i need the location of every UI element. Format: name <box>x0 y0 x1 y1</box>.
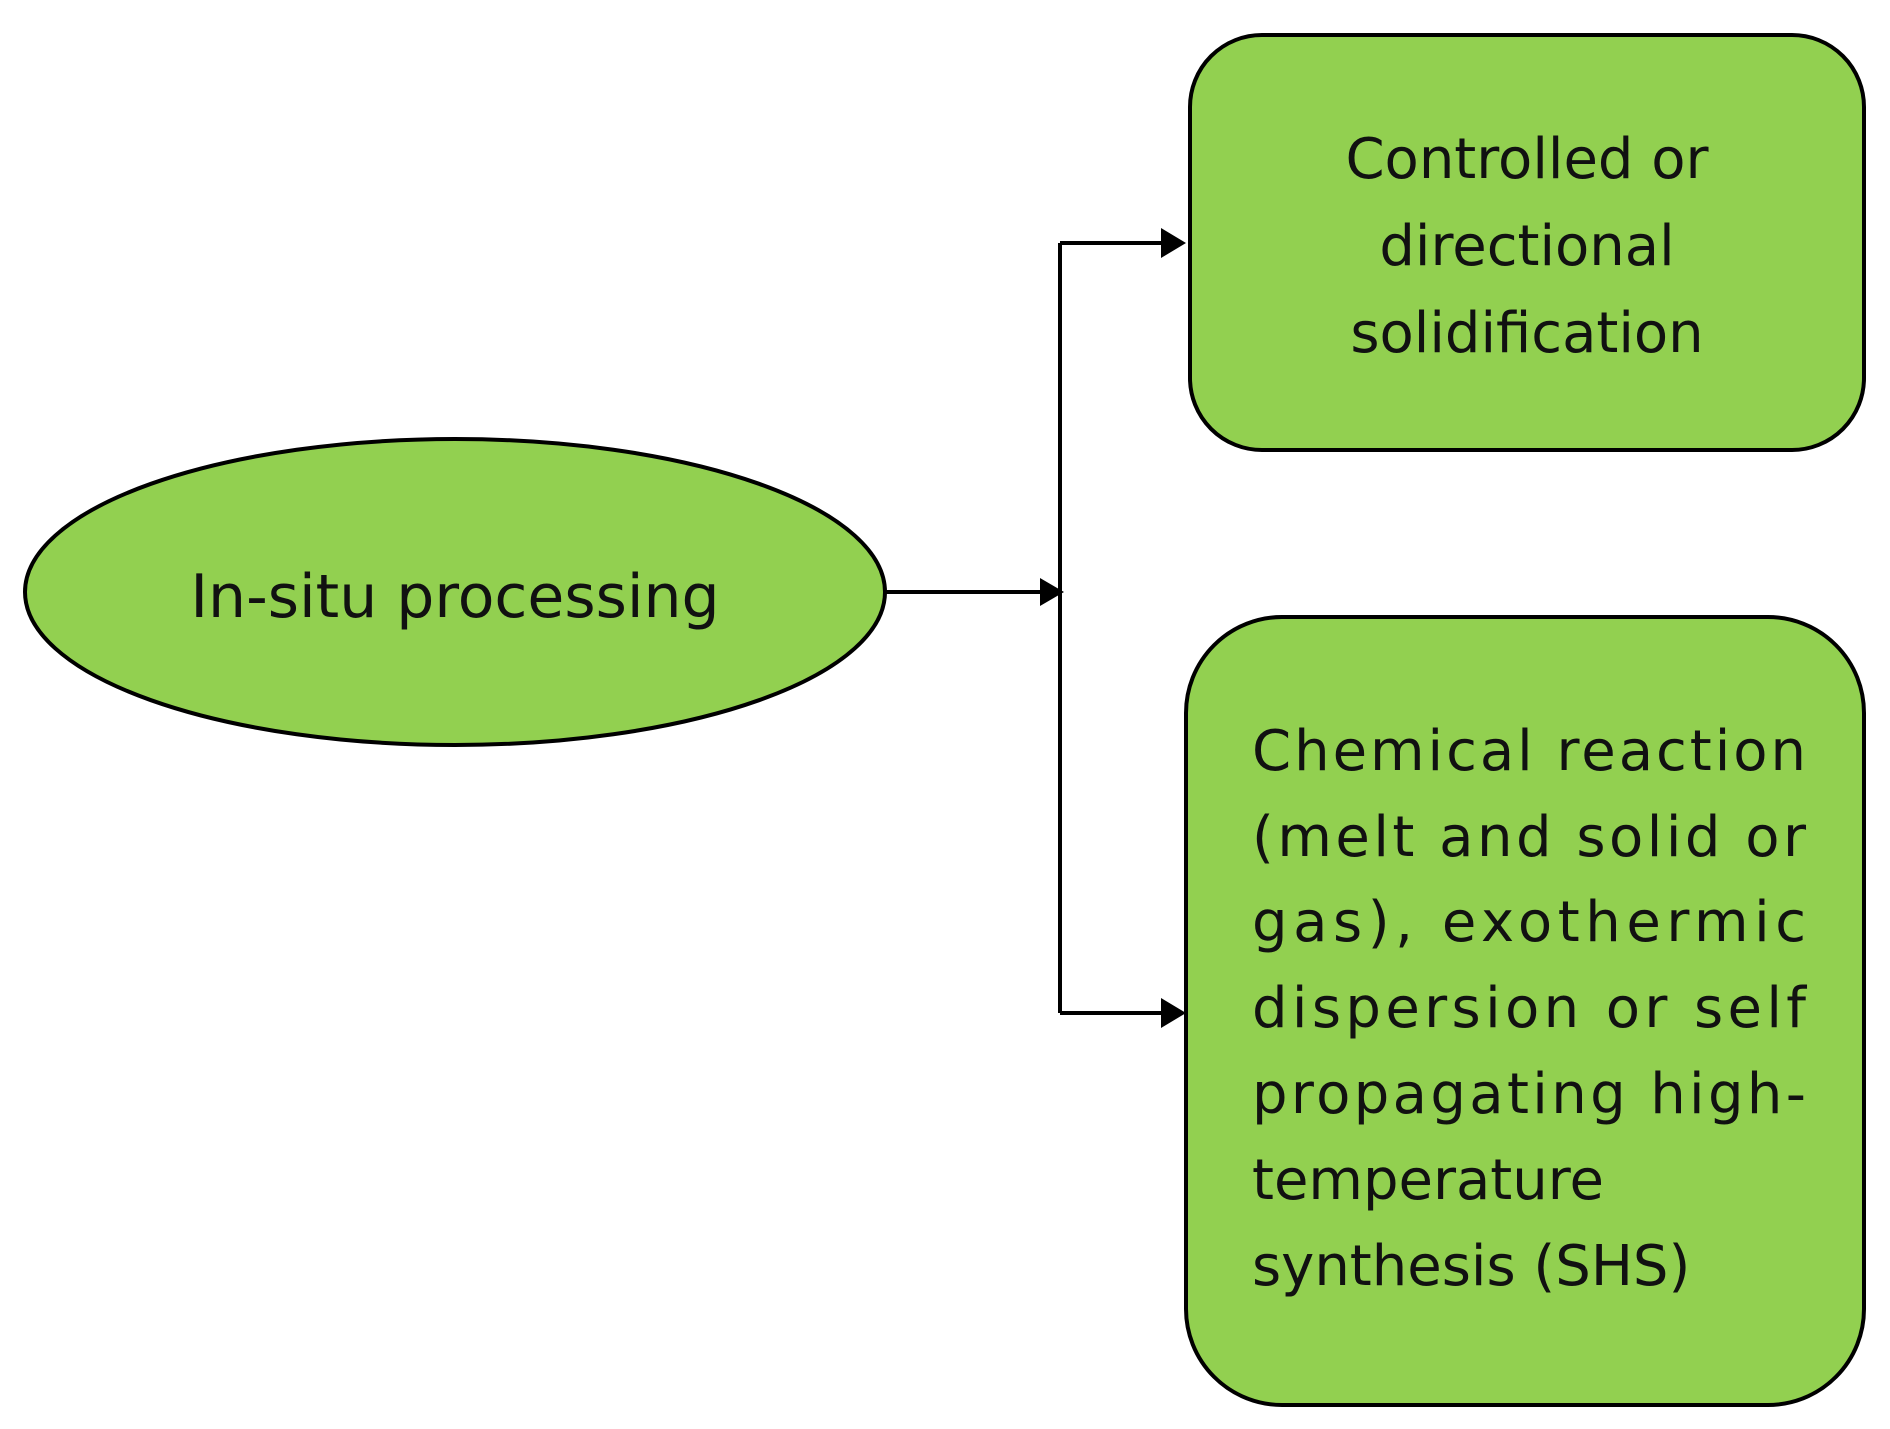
child-node-chemical-reaction-line: gas), exothermic <box>1252 890 1806 955</box>
child-node-solidification-line: Controlled or <box>1345 127 1709 192</box>
child-node-chemical-reaction-box <box>1184 615 1866 1407</box>
child-node-chemical-reaction-line: temperature <box>1252 1148 1604 1213</box>
branch-to-top-node-arrowhead <box>1161 228 1186 258</box>
root-node: In-situ processing <box>23 437 887 747</box>
child-node-chemical-reaction: Chemical reaction (melt and solid or gas… <box>1184 615 1866 1407</box>
child-node-solidification: Controlled or directional solidification <box>1188 33 1866 452</box>
child-node-solidification-line: solidification <box>1350 301 1703 366</box>
child-node-chemical-reaction-line: dispersion or self <box>1252 976 1807 1041</box>
branch-to-bottom-node-arrowhead <box>1161 998 1186 1028</box>
root-to-branch-arrowhead <box>1040 578 1064 606</box>
child-node-chemical-reaction-line: synthesis (SHS) <box>1252 1234 1690 1299</box>
child-node-solidification-line: directional <box>1379 214 1674 279</box>
root-label: In-situ processing <box>190 562 719 632</box>
child-node-chemical-reaction-line: (melt and solid or <box>1252 805 1807 870</box>
child-node-solidification-box <box>1188 33 1866 452</box>
connectors <box>885 228 1186 1028</box>
child-node-chemical-reaction-line: Chemical reaction <box>1252 719 1806 784</box>
